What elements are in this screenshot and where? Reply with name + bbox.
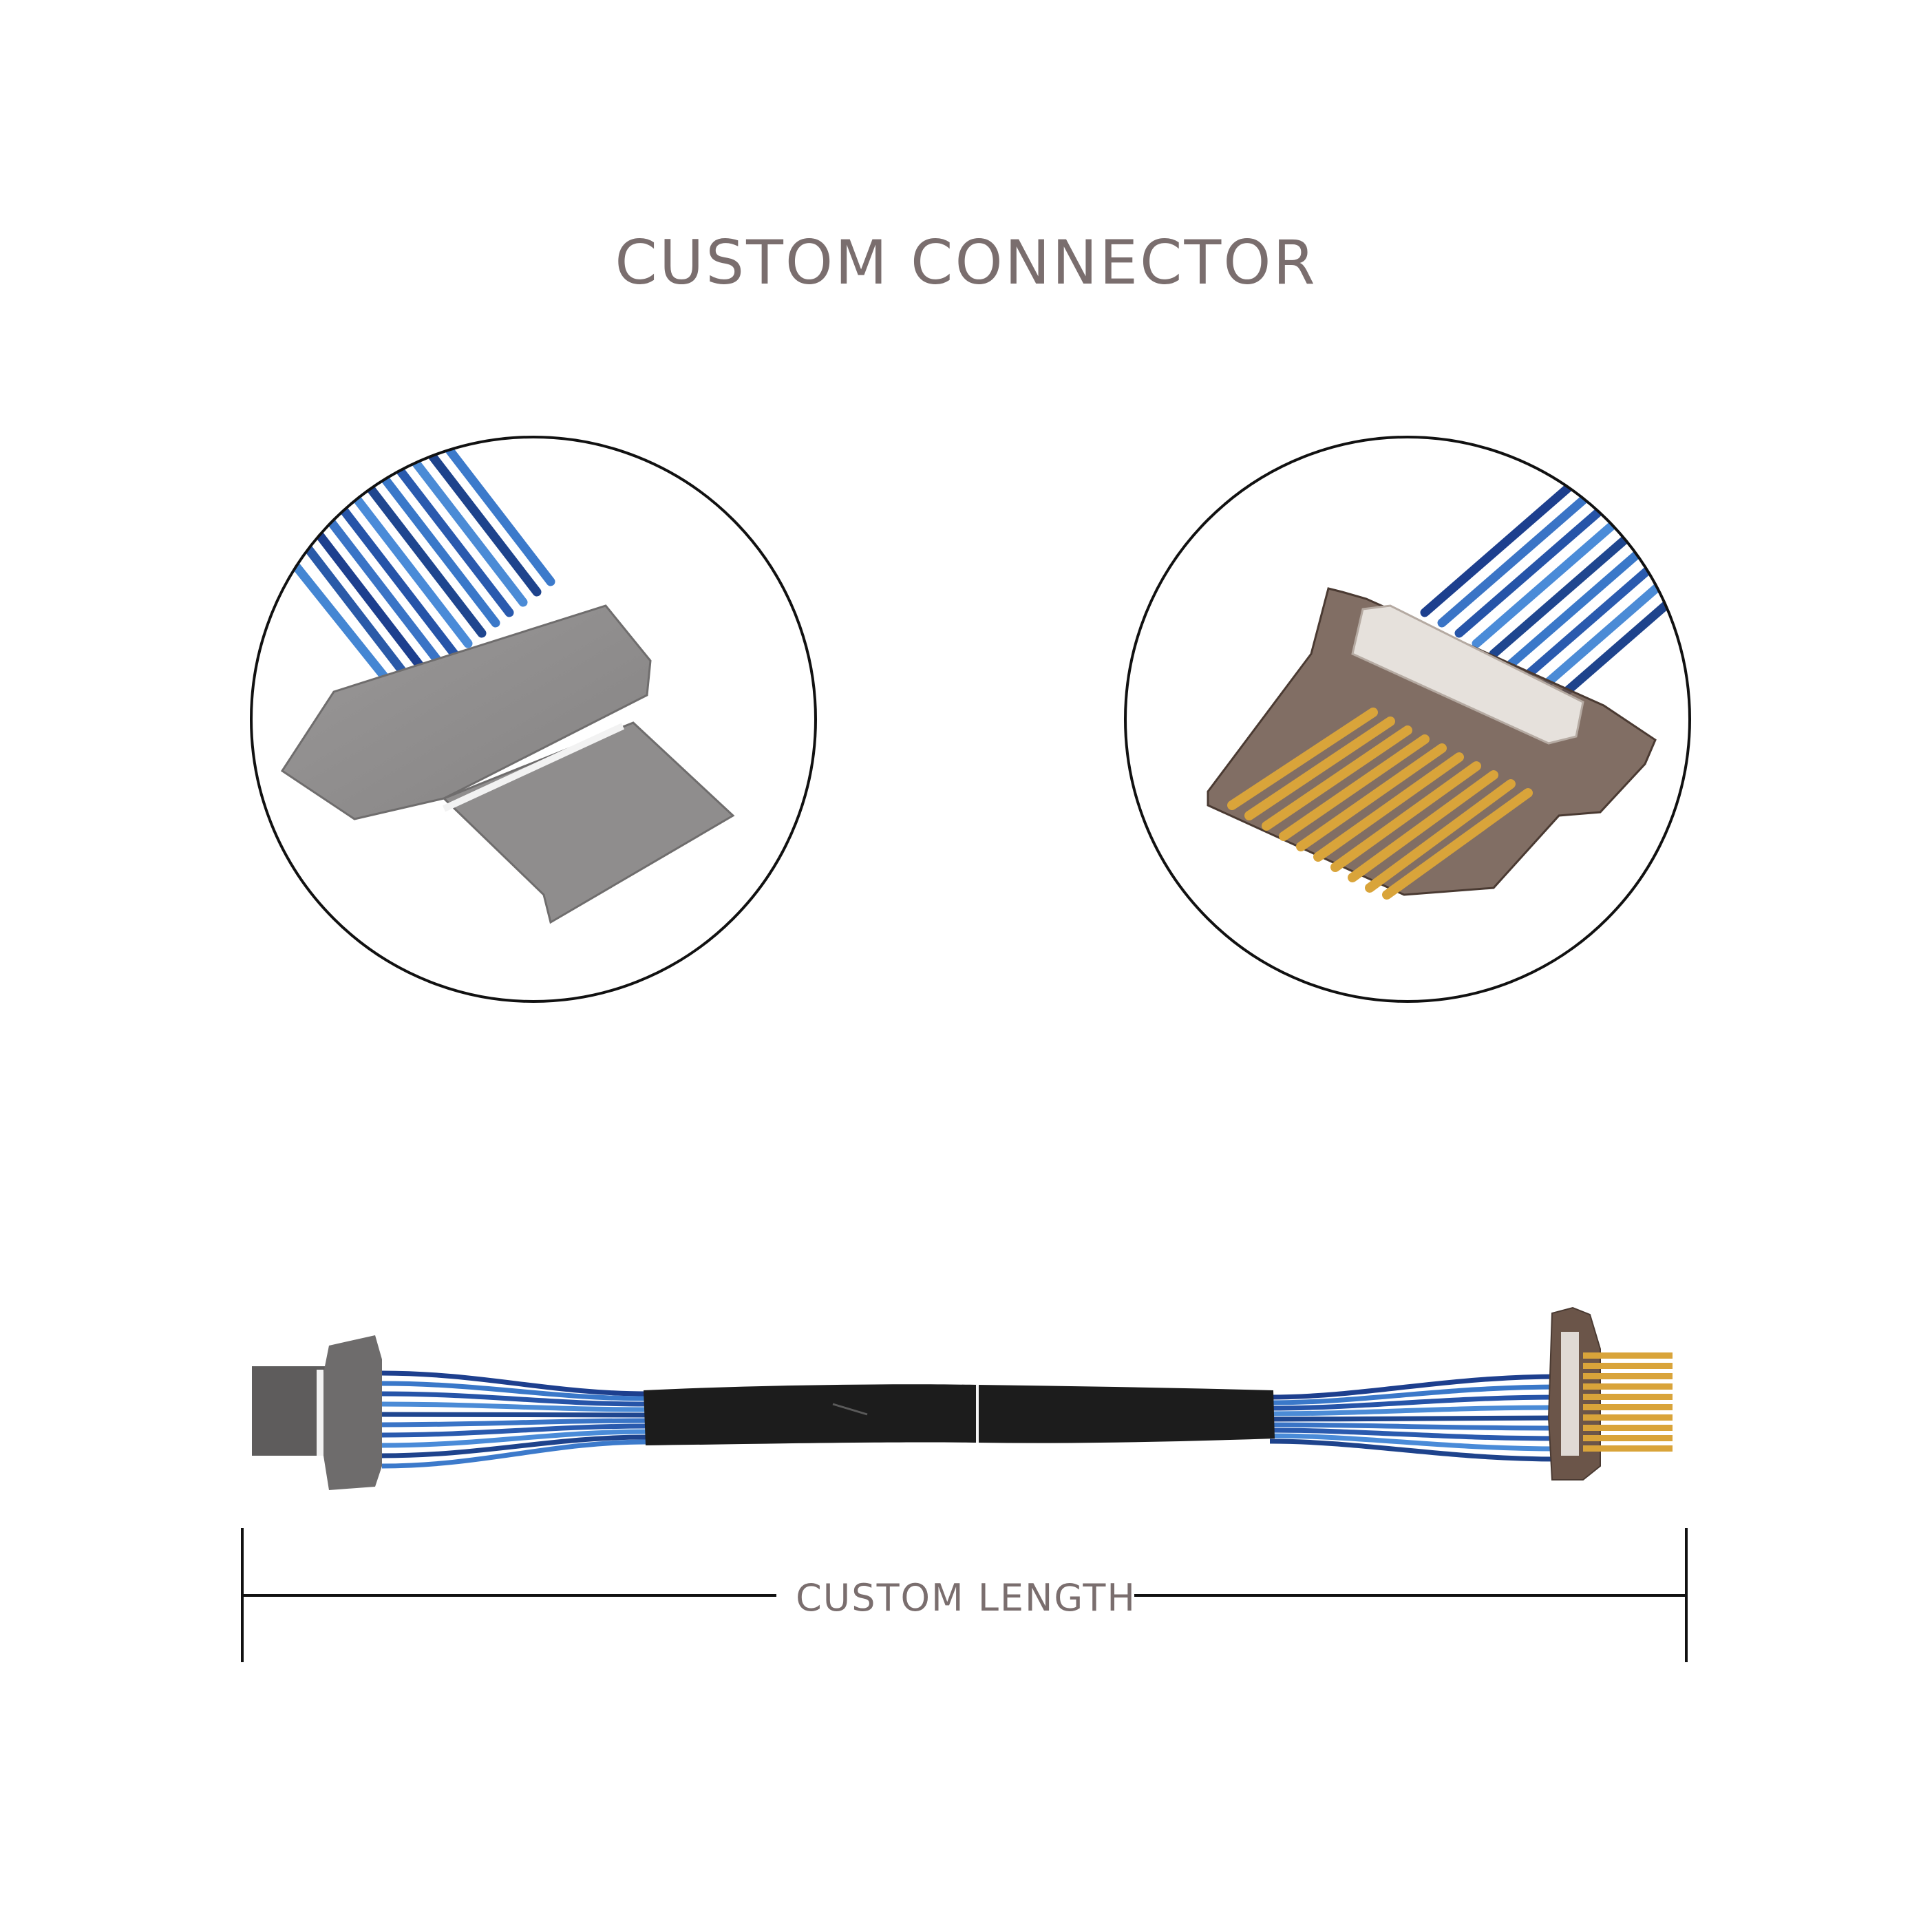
- dimension-line: [241, 1528, 1688, 1662]
- cable-assembly: [252, 1306, 1673, 1490]
- gold-finger-connector-detail: [1124, 436, 1691, 1003]
- dimension-label: CUSTOM LENGTH: [796, 1576, 1136, 1620]
- shielded-connector-detail: [250, 436, 817, 1003]
- page-title: CUSTOM CONNECTOR: [615, 227, 1317, 298]
